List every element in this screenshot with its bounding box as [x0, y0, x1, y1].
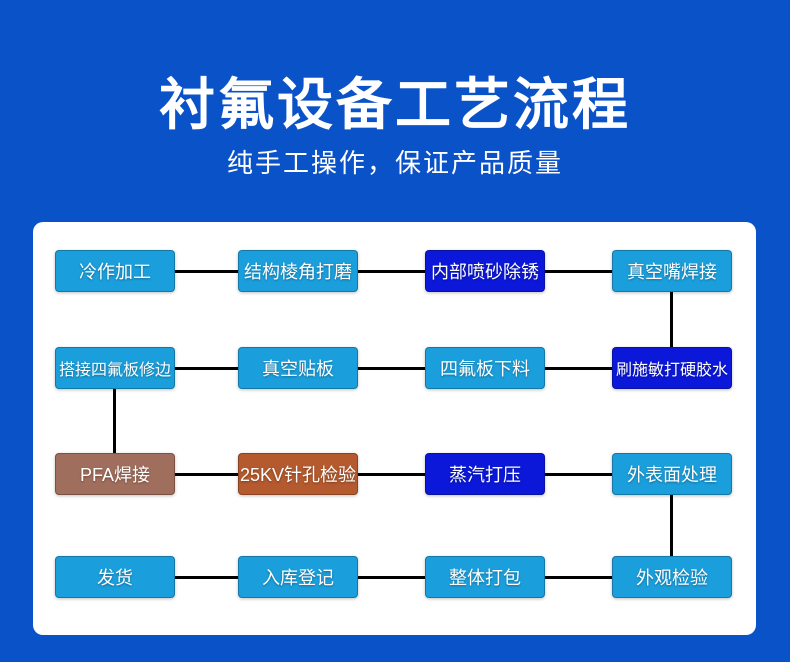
header: 衬氟设备工艺流程 纯手工操作，保证产品质量: [0, 0, 790, 178]
node-internal-sandblast-derust: 内部喷砂除锈: [425, 250, 545, 292]
connector-line: [670, 495, 673, 556]
node-steam-pressure-test: 蒸汽打压: [425, 453, 545, 495]
node-adhesive-brushing: 刷施敏打硬胶水: [612, 347, 732, 389]
connector-line: [358, 367, 425, 370]
connector-line: [175, 576, 238, 579]
connector-line: [545, 367, 612, 370]
node-shipping: 发货: [55, 556, 175, 598]
node-edge-grinding: 结构棱角打磨: [238, 250, 358, 292]
node-vacuum-lamination: 真空贴板: [238, 347, 358, 389]
node-warehouse-registration: 入库登记: [238, 556, 358, 598]
node-overall-packing: 整体打包: [425, 556, 545, 598]
node-ptfe-sheet-cutting: 四氟板下料: [425, 347, 545, 389]
connector-line: [545, 576, 612, 579]
node-ptfe-sheet-trimming: 搭接四氟板修边: [55, 347, 175, 389]
connector-line: [358, 576, 425, 579]
node-pfa-welding: PFA焊接: [55, 453, 175, 495]
connector-line: [358, 270, 425, 273]
node-appearance-inspection: 外观检验: [612, 556, 732, 598]
flowchart-panel: 冷作加工 结构棱角打磨 内部喷砂除锈 真空嘴焊接 搭接四氟板修边 真空贴板 四氟…: [33, 222, 756, 635]
node-vacuum-nozzle-welding: 真空嘴焊接: [612, 250, 732, 292]
connector-line: [175, 473, 238, 476]
connector-line: [358, 473, 425, 476]
node-outer-surface-treatment: 外表面处理: [612, 453, 732, 495]
connector-line: [545, 270, 612, 273]
page-subtitle: 纯手工操作，保证产品质量: [226, 148, 563, 178]
node-25kv-pinhole-test: 25KV针孔检验: [238, 453, 358, 495]
page-title: 衬氟设备工艺流程: [159, 73, 631, 136]
node-cold-working: 冷作加工: [55, 250, 175, 292]
connector-line: [113, 389, 116, 453]
connector-line: [175, 367, 238, 370]
connector-line: [545, 473, 612, 476]
connector-line: [670, 292, 673, 347]
connector-line: [175, 270, 238, 273]
